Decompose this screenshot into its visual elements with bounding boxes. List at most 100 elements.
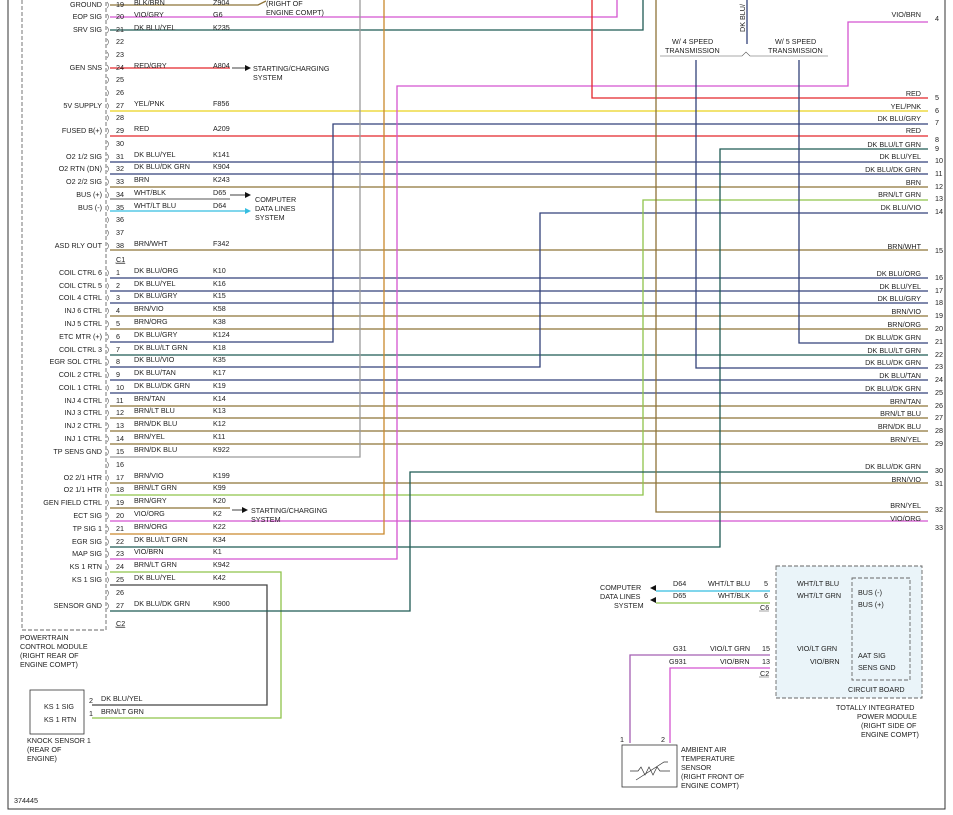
computer-data-lines-3: SYSTEM: [255, 213, 285, 222]
c2-circuit-10: K19: [213, 381, 226, 390]
pcm-title-2: CONTROL MODULE: [20, 642, 88, 651]
c2-wire-3: DK BLU/GRY: [134, 291, 178, 300]
right-terminal-13: 13: [935, 194, 943, 203]
c2-pin-27: 27: [116, 601, 124, 610]
right-terminal-27: 27: [935, 413, 943, 422]
c2-pin-11: 11: [116, 396, 123, 405]
c1-pin-mark-33: [106, 178, 109, 186]
c1-pin-mark-30: [106, 140, 109, 148]
c2-circuit-21: K22: [213, 522, 226, 531]
c2-pin-3: 3: [116, 293, 120, 302]
starting-charging-2-line2: SYSTEM: [251, 515, 281, 524]
tipm-data-lines-2: DATA LINES: [600, 592, 641, 601]
c1-label-24: GEN SNS: [70, 63, 103, 72]
c2-circuit-15: K922: [213, 445, 230, 454]
right-terminal-12: 12: [935, 182, 943, 191]
tipm-inner-wire-15: VIO/LT GRN: [797, 644, 837, 653]
right-terminal-14: 14: [935, 207, 943, 216]
right-wire-22: DK BLU/DK GRN: [865, 384, 921, 393]
tipm-pin-6: 6: [764, 591, 768, 600]
arrowhead-bus-minus: [245, 208, 251, 214]
aat-sensor-box: [621, 744, 678, 788]
arrowhead-tipm-d65: [650, 597, 656, 603]
c1-pin-28: 28: [116, 113, 124, 122]
c2-wire-24: BRN/LT GRN: [134, 560, 177, 569]
wire-4spd: [695, 60, 928, 369]
c2-label-17: O2 2/1 HTR: [64, 473, 102, 482]
c2-wire-15: BRN/DK BLU: [134, 445, 177, 454]
knock-sensor-title-2: (REAR OF: [27, 745, 62, 754]
c2-pin-mark-20: [106, 512, 109, 520]
c1-label-38: ASD RLY OUT: [55, 241, 103, 250]
right-terminal-15: 15: [935, 246, 943, 255]
c2-label-4: INJ 6 CTRL: [64, 306, 102, 315]
c1-pin-35: 35: [116, 203, 124, 212]
c1-pin-25: 25: [116, 75, 124, 84]
c1-pin-38: 38: [116, 241, 124, 250]
c2-pin-18: 18: [116, 485, 124, 494]
c2-pin-1: 1: [116, 268, 120, 277]
c2-pin-21: 21: [116, 524, 124, 533]
c2-pin-20: 20: [116, 511, 124, 520]
right-wire-4: RED: [906, 126, 921, 135]
c2-pin-mark-16: [106, 461, 109, 469]
wire-layer: [92, 0, 928, 743]
c1-label-27: 5V SUPPLY: [63, 101, 102, 110]
c1-pin-23: 23: [116, 50, 124, 59]
c2-pin-22: 22: [116, 537, 124, 546]
right-terminal-21: 21: [935, 337, 943, 346]
right-wire-1: RED: [906, 89, 921, 98]
c2-label-19: GEN FIELD CTRL: [43, 498, 102, 507]
tipm-inner-wire-13: VIO/BRN: [810, 657, 840, 666]
c2-pin-mark-2: [106, 282, 109, 290]
c1-wire-35: WHT/LT BLU: [134, 201, 176, 210]
c2-label-1: COIL CTRL 6: [59, 268, 102, 277]
right-wire-14: DK BLU/YEL: [879, 282, 921, 291]
c2-pin-mark-23: [106, 550, 109, 558]
c2-wire-14: BRN/YEL: [134, 432, 165, 441]
knock-sensor-box: [29, 689, 85, 735]
c2-pin-7: 7: [116, 345, 120, 354]
tipm-data-lines-3: SYSTEM: [614, 601, 644, 610]
c2-circuit-27: K900: [213, 599, 230, 608]
right-terminal-28: 28: [935, 426, 943, 435]
starting-charging-1-line1: STARTING/CHARGING: [253, 64, 330, 73]
c1-pin-30: 30: [116, 139, 124, 148]
c2-circuit-9: K17: [213, 368, 226, 377]
c1-pin-mark-25: [106, 76, 109, 84]
circuit-board-box: [851, 577, 911, 681]
c2-pin-mark-11: [106, 397, 109, 405]
c1-pin-34: 34: [116, 190, 124, 199]
knock-sensor-wire-rtn: BRN/LT GRN: [101, 707, 144, 716]
trans5-line1: W/ 5 SPEED: [775, 37, 816, 46]
tipm-title-4: ENGINE COMPT): [861, 730, 919, 739]
c2-pin-mark-18: [106, 486, 109, 494]
tipm-circuit-d65: D65: [673, 591, 686, 600]
c1-wire-24: RED/GRY: [134, 61, 167, 70]
right-terminal-20: 20: [935, 324, 943, 333]
right-terminal-25: 25: [935, 388, 943, 397]
c1-pin-mark-20: [106, 13, 109, 21]
right-terminal-23: 23: [935, 362, 943, 371]
tipm-sens-gnd-label: SENS GND: [858, 663, 896, 672]
c2-circuit-20: K2: [213, 509, 222, 518]
c2-pin-mark-3: [106, 294, 109, 302]
c2-label-7: COIL CTRL 3: [59, 345, 102, 354]
c2-label-14: INJ 1 CTRL: [64, 434, 102, 443]
right-terminal-24: 24: [935, 375, 943, 384]
c1-circuit-35: D64: [213, 201, 226, 210]
right-terminal-26: 26: [935, 401, 943, 410]
c1-wire-32: DK BLU/DK GRN: [134, 162, 190, 171]
knock-sensor-pin-label-rtn: KS 1 RTN: [44, 715, 76, 724]
wire-ground: [110, 0, 267, 6]
arrowhead-tipm-d64: [650, 585, 656, 591]
c2-wire-25: DK BLU/YEL: [134, 573, 176, 582]
c1-pin-32: 32: [116, 164, 124, 173]
wire-5spd: [798, 60, 928, 344]
c2-circuit-7: K18: [213, 343, 226, 352]
c2-pin-mark-10: [106, 384, 109, 392]
right-terminal-8: 8: [935, 135, 939, 144]
c2-label-22: EGR SIG: [72, 537, 102, 546]
c2-circuit-24: K942: [213, 560, 230, 569]
